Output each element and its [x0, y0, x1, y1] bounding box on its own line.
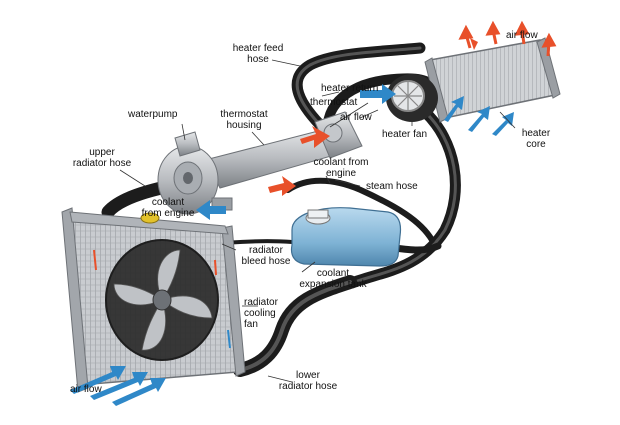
label-heater-fan: heater fan [382, 129, 428, 140]
engine-components [157, 111, 363, 215]
air-flow-arrow-icon [70, 366, 166, 406]
label-coolant-from-engine-left: coolant from engine [141, 197, 195, 219]
label-lower-radiator-hose: lower radiator hose [278, 370, 338, 392]
label-radiator-cooling-fan: radiator cooling fan [244, 297, 278, 330]
label-upper-radiator-hose: upper radiator hose [72, 147, 132, 169]
radiator-cooling-fan [105, 239, 219, 361]
label-heater-core: heater core [521, 128, 551, 150]
cold-flow-arrow-icon [360, 84, 396, 104]
coolant-expansion-tank [290, 207, 402, 267]
label-air-flow-mid: air flow [340, 112, 372, 123]
hot-flow-arrow-group [268, 20, 557, 196]
label-air-flow-top: air flow [506, 30, 538, 41]
cold-flow-arrow-group [196, 84, 514, 220]
label-thermostat: thermostat [310, 97, 358, 108]
heater-core [424, 37, 561, 123]
label-steam-hose: steam hose [366, 181, 418, 192]
tank-connector-hose [391, 242, 442, 254]
label-radiator-bleed-hose: radiator bleed hose [241, 245, 291, 267]
hot-flow-arrow-icon [268, 126, 330, 196]
air-flow-arrow-group [70, 366, 166, 406]
label-coolant-from-engine-right: coolant from engine [313, 157, 369, 179]
label-waterpump: waterpump [128, 109, 178, 120]
heater-fan [386, 74, 438, 122]
steam-hose-line [285, 177, 435, 243]
cold-flow-arrow-icon [196, 200, 226, 220]
hot-flow-arrow-icon [470, 38, 478, 50]
label-heater-feed-hose: heater feed hose [232, 43, 284, 65]
label-coolant-expansion-tank: coolant expansion tank [299, 268, 367, 290]
leader-lines [119, 59, 516, 383]
label-thermostat-housing: thermostat housing [220, 109, 268, 131]
label-heater-return: heater return [321, 83, 379, 94]
cold-flow-arrow-icon [444, 96, 514, 136]
hot-flow-arrow-icon [458, 20, 557, 57]
label-air-flow-bottom: air flow [70, 384, 102, 395]
